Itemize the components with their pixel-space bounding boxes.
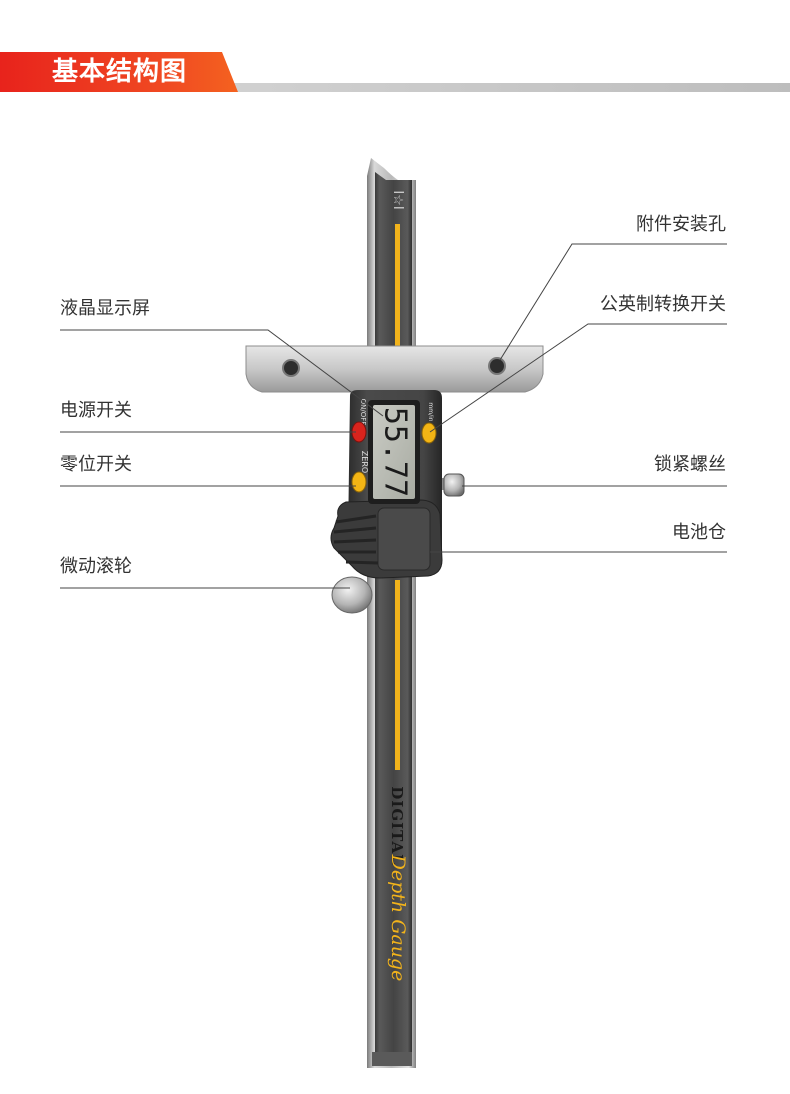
section-header: 基本结构图 [0,52,790,92]
label-unit-switch: 公英制转换开关 [600,294,726,315]
attachment-hole-right [488,357,506,375]
on-off-label: ON/OFF [359,399,367,426]
header-red-tab [0,52,238,92]
leader-attachment-hole [499,243,727,361]
label-lock-screw: 锁紧螺丝 [654,454,726,475]
label-fine-roller: 微动滚轮 [60,556,132,577]
zero-button[interactable] [351,471,367,493]
leader-unit-switch [429,323,727,433]
battery-cover [377,507,431,571]
header-grey-stripe [200,83,790,92]
scale-stripe-lower [395,580,400,770]
label-lcd-screen: 液晶显示屏 [60,298,150,319]
product-name-text: Depth Gauge [387,854,409,982]
section-title: 基本结构图 [52,57,188,87]
zero-label: ZERO [360,451,369,473]
leader-lcd-screen [60,329,384,417]
mm-in-label: mm/in [427,402,434,421]
label-zero-switch: 零位开关 [60,454,132,475]
beam-tip [372,1052,412,1066]
fine-roller-knob[interactable] [331,576,373,614]
label-power-switch: 电源开关 [60,400,132,421]
label-attachment-hole: 附件安装孔 [636,214,726,235]
scale-stripe-upper [395,224,400,388]
lcd-screen [373,405,415,499]
brand-logo: I☆I [390,190,405,209]
lock-screw-head[interactable] [443,473,465,497]
label-battery: 电池仓 [672,522,726,543]
unit-switch-button[interactable] [421,422,437,444]
attachment-hole-left [282,359,300,377]
grip-ridges [333,514,379,565]
lcd-reading: 55.77 [378,407,413,497]
digital-text: DIGITAL [388,786,406,865]
